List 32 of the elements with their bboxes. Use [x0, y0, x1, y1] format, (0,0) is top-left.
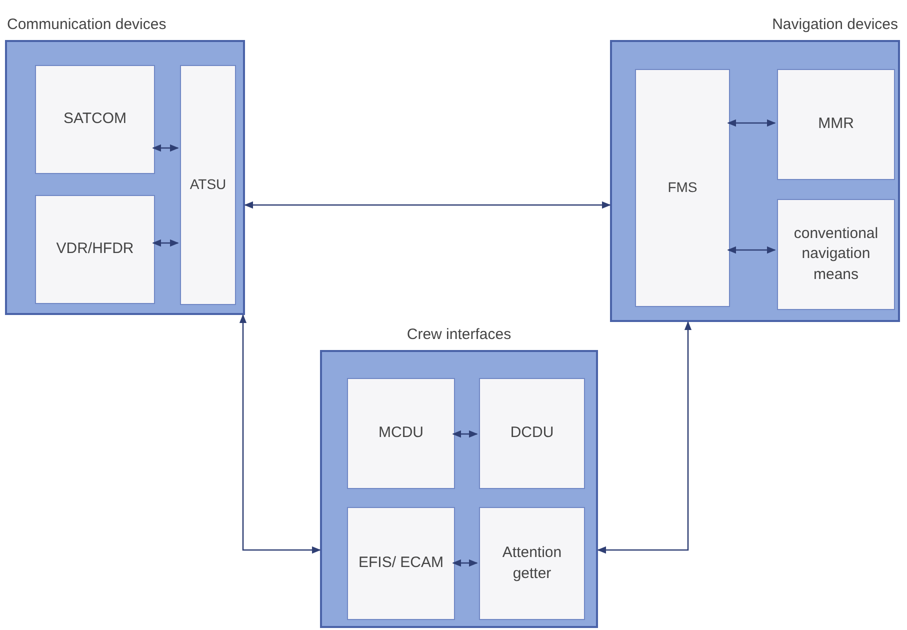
group-heading: Crew interfaces	[406, 325, 512, 345]
device-label: conventional navigation means	[792, 224, 880, 285]
device-label: MCDU	[378, 423, 424, 444]
device-box	[479, 507, 585, 620]
device-label: VDR/HFDR	[56, 239, 134, 260]
device-box	[347, 378, 455, 489]
device-box	[479, 378, 585, 489]
device-label: ATSU	[190, 175, 226, 194]
device-label: EFIS/ ECAM	[358, 553, 444, 574]
device-box	[35, 65, 155, 174]
double-arrow	[452, 559, 478, 567]
device-label: FMS	[668, 178, 698, 198]
device-box	[180, 65, 236, 305]
device-box	[347, 507, 455, 620]
double-arrow	[727, 246, 776, 254]
group-heading: Communication devices	[7, 15, 166, 35]
device-box	[777, 199, 895, 310]
device-label: SATCOM	[63, 109, 127, 130]
device-label: MMR	[818, 114, 854, 134]
device-box	[635, 69, 730, 307]
device-box	[777, 69, 895, 180]
group-heading: Navigation devices	[772, 15, 898, 35]
double-arrow	[597, 321, 692, 554]
double-arrow	[244, 201, 611, 209]
device-label: DCDU	[510, 423, 554, 444]
device-label: Attention getter	[501, 542, 563, 584]
double-arrow	[152, 144, 179, 152]
double-arrow	[727, 119, 776, 127]
device-box	[35, 195, 155, 304]
double-arrow	[452, 430, 478, 438]
double-arrow	[239, 314, 321, 554]
double-arrow	[152, 239, 179, 247]
